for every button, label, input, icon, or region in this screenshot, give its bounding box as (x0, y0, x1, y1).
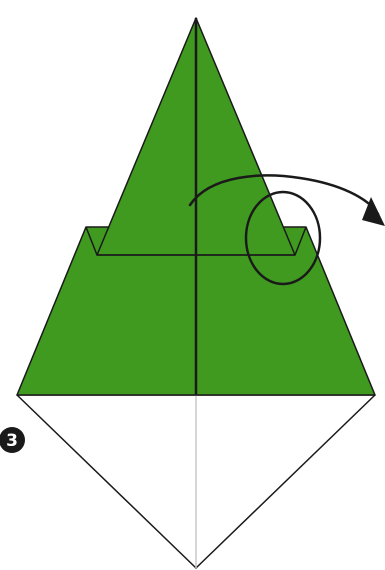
step-number-label: 3 (6, 431, 18, 451)
right-corner-notch (294, 226, 307, 256)
step-badge-circle (0, 427, 25, 453)
turn-over-arrow-icon (188, 174, 385, 286)
step-number-badge: 3 (0, 427, 25, 453)
left-corner-notch (85, 226, 98, 256)
arrow-head-icon (362, 197, 385, 226)
